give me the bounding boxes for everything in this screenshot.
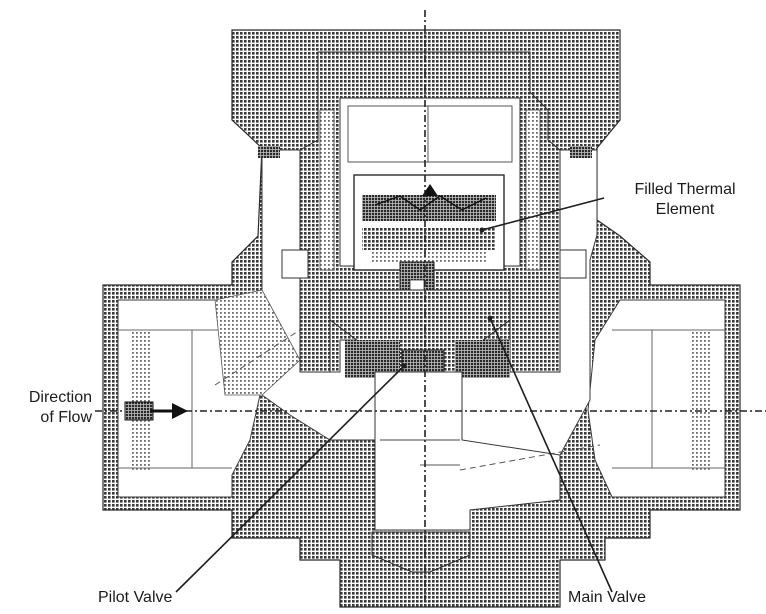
main-valve-disc <box>329 289 511 378</box>
thermal-element <box>353 174 505 271</box>
label-direction-of-flow: Direction of Flow <box>0 388 92 428</box>
label-pilot-valve: Pilot Valve <box>98 589 173 606</box>
leader-pilot-valve <box>175 365 405 593</box>
label-thermal-line1: Filled Thermal <box>634 181 736 198</box>
outlet-bore <box>587 299 726 498</box>
label-filled-thermal-element: Filled Thermal Element <box>610 180 760 220</box>
leader-main-valve <box>489 317 613 593</box>
leader-lines <box>175 197 613 593</box>
label-thermal-line2: Element <box>655 201 715 218</box>
centerlines <box>95 10 766 600</box>
bottom-plug <box>371 531 471 573</box>
label-direction-line2: of Flow <box>40 409 92 426</box>
label-main-valve: Main Valve <box>568 589 646 606</box>
flow-direction-arrow <box>124 401 188 421</box>
pilot-valve-seat <box>401 349 445 373</box>
leader-thermal-element <box>481 197 605 231</box>
label-direction-line1: Direction <box>28 389 92 406</box>
